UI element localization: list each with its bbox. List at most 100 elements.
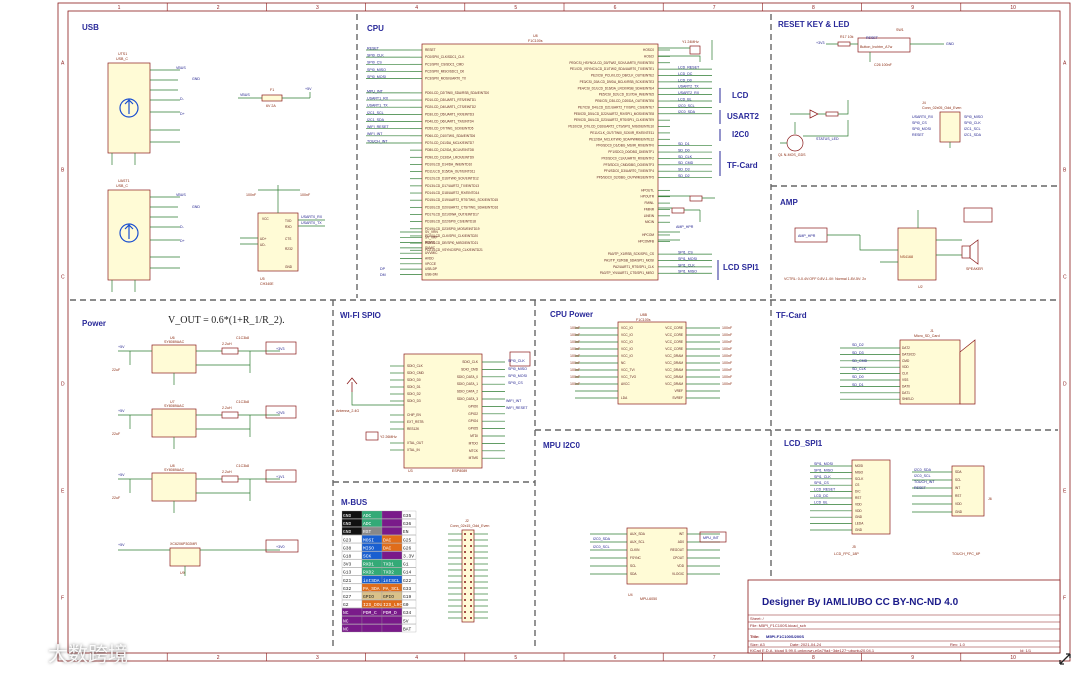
- mpu-net-label: I2C0_SCL: [593, 545, 610, 549]
- mbus-cell: G13: [343, 570, 352, 576]
- cpu-power-pin: VCC_DRAM: [665, 354, 683, 358]
- lcd-pin: SCLK: [855, 477, 864, 481]
- svg-text:USART0_TX: USART0_TX: [301, 221, 322, 225]
- svg-text:GND: GND: [192, 77, 200, 81]
- cpu-pin-function: HPCOM: [642, 233, 654, 237]
- watermark-logo-icon: [11, 643, 39, 664]
- svg-text:UAST1: UAST1: [118, 179, 130, 183]
- svg-text:USB_C: USB_C: [116, 184, 128, 188]
- svg-text:RESET: RESET: [912, 133, 925, 137]
- cpu-net-label: DP: [380, 267, 386, 271]
- cpu-pin-function: AVDD: [425, 257, 434, 261]
- usb-connector-1: UTS1 USB_C: [107, 52, 151, 154]
- border-row-label: F: [1063, 596, 1066, 602]
- cpu-power-pin: VCC_DRAM: [665, 368, 683, 372]
- tf-pin: CLK: [902, 372, 909, 376]
- border-col-label: 5: [514, 5, 517, 11]
- mbus-cell: GND: [343, 521, 352, 527]
- cpu-net-label: WIFI_INT: [367, 132, 383, 136]
- usb-serial-bridge: U5 CH340E UD+ UD- TXD RXD CTS VCC R232 G…: [240, 185, 325, 286]
- border-col-label: 5: [514, 655, 517, 661]
- svg-text:VBUS: VBUS: [176, 193, 186, 197]
- svg-text:USART2: USART2: [727, 112, 760, 121]
- cpu-pin-function: PD14/LCD_D18/UART2_RX/EINTD14: [425, 191, 480, 195]
- svg-text:J5: J5: [852, 545, 856, 549]
- cpu-left-pins: RESETRESETPC0/SPI0_CLK/SDC1_CLKSPI0_CLKP…: [366, 46, 498, 277]
- regulator-chip: [151, 408, 197, 438]
- wifi-pin: XTAL_OUT: [407, 441, 423, 445]
- border-col-label: 8: [812, 5, 815, 11]
- cpu-pin-function: PD5/LCD_D7/TWI1_SCK/EINTD5: [425, 127, 474, 131]
- cpu-pin-function: PE6/CSI_D3/LCD_D20/DA_OUT/EINTE6: [595, 99, 654, 103]
- cpu-pin-function: UVVMIC: [425, 251, 438, 255]
- mbus-cell: NC: [343, 610, 349, 616]
- svg-text:U2: U2: [918, 285, 923, 289]
- svg-text:NS4168: NS4168: [900, 255, 913, 259]
- touch-net-label: RESET: [914, 486, 927, 490]
- tf-net-label: SD_D1: [852, 383, 864, 387]
- inductor: [221, 475, 239, 483]
- svg-text:GND: GND: [192, 205, 200, 209]
- cpu-net-label: I2C1_SCL: [367, 111, 384, 115]
- cpu-pin-function: PE2/CSI_PCLK/LCD_D8/CLK_OUT/EINTE2: [591, 74, 654, 78]
- border-col-label: 6: [614, 5, 617, 11]
- inductor: [221, 411, 239, 419]
- border-col-label: 8: [812, 655, 815, 661]
- cpu-pin-function: PD13/LCD_D17/UART2_TX/EINTD13: [425, 184, 479, 188]
- border-col-label: 2: [217, 655, 220, 661]
- cpu-net-label: SPI0_MOSI: [367, 75, 386, 79]
- cpu-net-label: SPI0_CLK: [367, 54, 384, 58]
- cpu-pin-function: PE10/CSI_D7/LCD_D16/UART2_CTS/SPI1_MISO/…: [568, 125, 654, 129]
- lcd-net-label: SPI1_CS: [814, 481, 829, 485]
- svg-text:SPI0_MISO: SPI0_MISO: [508, 367, 527, 371]
- cpu-net-label: SPI1_CLK: [678, 263, 695, 267]
- svg-text:TOUCH_FPC_6P: TOUCH_FPC_6P: [952, 552, 981, 556]
- cap-value: 100nF: [570, 368, 581, 372]
- border-row-label: C: [61, 275, 65, 281]
- watermark-text: 大数跨境: [48, 642, 128, 666]
- power-rail-label: +1V1: [276, 475, 285, 479]
- expand-icon[interactable]: [1058, 652, 1072, 666]
- cpu-net-label: SD_D0: [678, 148, 690, 152]
- cpu-net-label: SPI0_MISO: [367, 68, 386, 72]
- svg-text:VCC: VCC: [262, 217, 269, 221]
- mpu-pin: AUX_SDA: [630, 532, 646, 536]
- mbus-cell: GPIO: [363, 594, 374, 600]
- svg-text:Date: 2021-04-24: Date: 2021-04-24: [790, 642, 822, 647]
- mbus-cell: G19: [403, 594, 412, 600]
- mbus-cell: G35: [403, 513, 412, 519]
- cpu-pin-function: USB-DM: [425, 272, 438, 276]
- vout-formula: V_OUT = 0.6*(1+R_1/R_2).: [168, 315, 285, 326]
- mbus-cell: NC: [343, 626, 349, 632]
- wifi-pin: SDIO_CLK: [462, 360, 479, 364]
- wifi-pin: MTMS: [469, 456, 478, 460]
- wifi-pin: SDIO_DATA_0: [457, 375, 478, 379]
- cpu-group-labels: LCD USART2 I2C0 TF-Card LCD SPI1: [717, 88, 760, 280]
- svg-text:Micro_SD_Card: Micro_SD_Card: [914, 334, 940, 338]
- svg-text:Button_Inchtm_A7w: Button_Inchtm_A7w: [860, 45, 893, 49]
- border-col-label: 9: [911, 655, 914, 661]
- touch-net-label: I2C0_SCL: [914, 474, 931, 478]
- power-rail-label: +5V: [118, 473, 125, 477]
- mpu-pin: CLKIN: [630, 548, 640, 552]
- reset-key: SW1 Button_Inchtm_A7w R17 10k C26 100nF …: [816, 28, 954, 67]
- cpu-pin-function: PD12/LCD_D16/TWI0_SCK/EINTD12: [425, 177, 479, 181]
- cap-value: 100nF: [570, 326, 581, 330]
- cpu-net-label: LCD_BL: [678, 97, 692, 101]
- mbus-cell: 3.3V: [403, 554, 414, 560]
- cpu-net-label: SPI1_MOSI: [678, 257, 697, 261]
- svg-text:VBUS: VBUS: [176, 66, 186, 70]
- lcd-net-label: LCD_DC: [814, 494, 829, 498]
- mbus-cell: intSDA: [363, 578, 380, 584]
- svg-text:RESET: RESET: [866, 36, 879, 40]
- cpu-pin-function: PA2/UART1_RTS/SPI1_CLK: [613, 265, 655, 269]
- section-power: Power: [82, 319, 106, 328]
- cpu-pin-function: PD1/LCD_D3/UART1_RTS/EINTD1: [425, 98, 476, 102]
- svg-text:VCTRL: 0-0.4V:OFF 0.8V-1.4V: N: VCTRL: 0-0.4V:OFF 0.8V-1.4V: Normal 1.8V…: [784, 277, 866, 281]
- svg-text:I2C0: I2C0: [732, 130, 749, 139]
- svg-text:100nF: 100nF: [300, 193, 311, 197]
- mpu-pin: VDD: [677, 564, 684, 568]
- mbus-cell: G0: [403, 602, 409, 608]
- mbus-header-pins: [448, 533, 488, 619]
- cpu-pin-function: HOSC0: [643, 48, 654, 52]
